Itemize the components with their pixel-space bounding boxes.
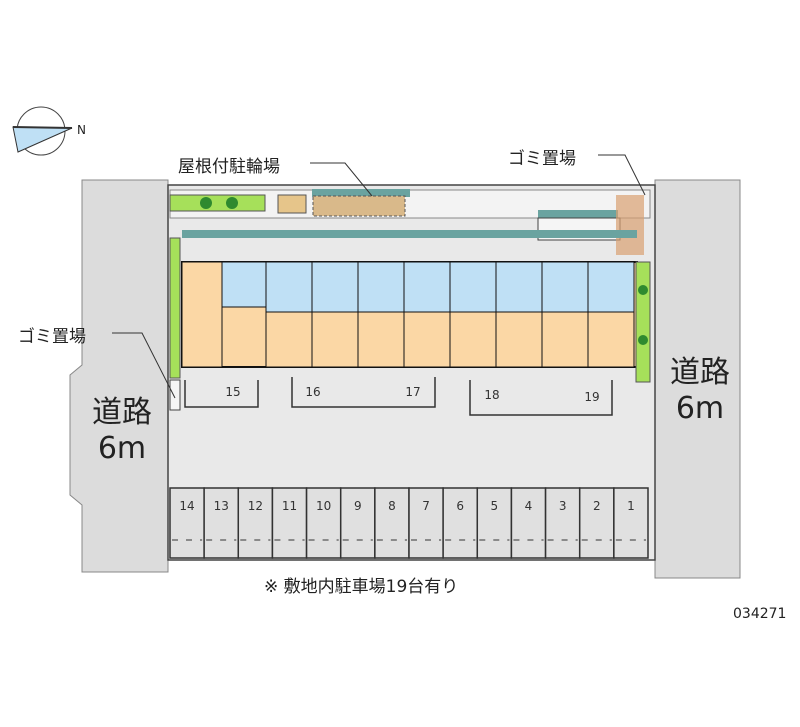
unit-room [495, 311, 543, 368]
unit [495, 261, 543, 368]
tree-icon [638, 335, 648, 345]
road-right-name: 道路 [670, 355, 730, 390]
road-left-name: 道路 [92, 395, 152, 430]
parking-space [613, 487, 649, 559]
unit-room [403, 311, 451, 368]
unit-room [311, 311, 359, 368]
garbage-label-top: ゴミ置場 [508, 149, 576, 169]
bottom-parking-row [169, 487, 649, 559]
unit [311, 261, 359, 368]
parking-space [544, 487, 581, 559]
bike-parking [312, 195, 406, 217]
unit-wet-area [403, 261, 451, 313]
garbage-area-top-roof [538, 210, 618, 218]
unit-room [265, 311, 313, 368]
unit-room [357, 311, 405, 368]
unit-corner-wet-area [221, 261, 267, 308]
flower-bed [277, 194, 307, 214]
parking-space [578, 487, 615, 559]
parking-space-number: 17 [405, 385, 421, 399]
bike-parking-label: 屋根付駐輪場 [178, 157, 280, 177]
unit-wet-area [311, 261, 359, 313]
unit-wet-area [265, 261, 313, 313]
road-left-label: 道路 6m [82, 395, 162, 467]
brick-paving [616, 195, 644, 255]
compass-north-label: N [77, 123, 86, 137]
parking-space-number: 4 [524, 499, 533, 513]
parking-space-number: 14 [179, 499, 195, 513]
planting-left [169, 237, 181, 379]
unit-room [449, 311, 497, 368]
road-left-width: 6m [97, 431, 147, 466]
right-road [654, 179, 741, 579]
parking-space-number: 13 [213, 499, 229, 513]
unit-wet-area [541, 261, 589, 313]
unit-room [541, 311, 589, 368]
garbage-area-left [169, 379, 181, 411]
parking-space-number: 1 [627, 499, 635, 513]
unit-room [587, 311, 635, 368]
left-road [69, 179, 169, 573]
property-code: 034271 [733, 606, 787, 622]
parking-space-number: 19 [584, 390, 600, 404]
upper-parking-outlines [184, 377, 613, 416]
unit [587, 261, 635, 368]
parking-space-number: 8 [388, 499, 396, 513]
bike-parking-roof [312, 189, 410, 197]
parking-space-number: 9 [353, 499, 362, 513]
unit [357, 261, 405, 368]
parking-space-number: 6 [456, 499, 465, 513]
tree-icon [200, 197, 212, 209]
parking-space-number: 18 [484, 388, 500, 402]
parking-space-number: 10 [315, 499, 332, 513]
unit [449, 261, 497, 368]
compass-icon [12, 106, 73, 156]
parking-space-number: 15 [225, 385, 241, 399]
parking-space-number: 11 [281, 499, 298, 513]
unit [265, 261, 313, 368]
garbage-left-leader-line [112, 332, 176, 399]
unit [541, 261, 589, 368]
parking-space [271, 487, 308, 559]
parking-space-number: 12 [247, 499, 263, 513]
garbage-top-leader-line [598, 154, 646, 196]
unit [403, 261, 451, 368]
building-units [181, 261, 635, 368]
unit-wet-area [495, 261, 543, 313]
bike-parking-leader-line [310, 162, 373, 197]
unit-wet-area [357, 261, 405, 313]
building-roof-band [182, 230, 637, 238]
unit-wet-area [587, 261, 635, 313]
unit-wet-area [449, 261, 497, 313]
planting-right [635, 261, 651, 383]
parking-space-number: 3 [558, 499, 567, 513]
tree-icon [638, 285, 648, 295]
parking-note: ※ 敷地内駐車場19台有り [264, 577, 459, 597]
parking-space-number: 5 [490, 499, 499, 513]
planting-top [169, 194, 266, 212]
parking-space [169, 487, 205, 559]
garbage-label-left: ゴミ置場 [18, 327, 86, 347]
parking-space [203, 487, 240, 559]
tree-icon [226, 197, 238, 209]
parking-space-number: 16 [305, 385, 321, 399]
road-right-width: 6m [675, 391, 725, 426]
parking-space-number: 2 [592, 499, 601, 513]
unit-corner [181, 261, 223, 368]
parking-space-number: 7 [422, 499, 430, 513]
parking-space [476, 487, 513, 559]
road-right-label: 道路 6m [660, 355, 740, 427]
